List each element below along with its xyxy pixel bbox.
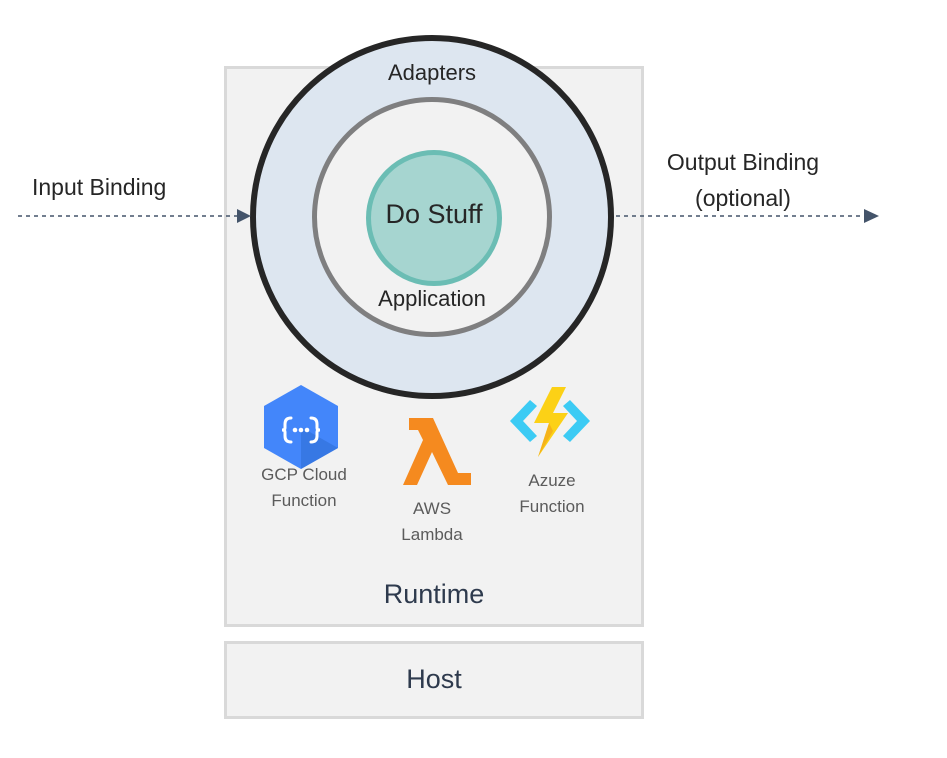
- azure-label-line1: Azuze: [528, 471, 576, 490]
- adapters-label: Adapters: [387, 60, 477, 85]
- output-binding-title: Output Binding: [666, 149, 820, 175]
- gcp-label-line1: GCP Cloud: [261, 465, 347, 484]
- do-stuff-core: [366, 150, 502, 286]
- host-label: Host: [406, 664, 462, 694]
- gcp-provider-label: GCP Cloud Function: [240, 462, 368, 514]
- azure-label-line2: Function: [519, 497, 585, 516]
- aws-provider-label: AWS Lambda: [370, 496, 494, 548]
- runtime-label: Runtime: [383, 579, 485, 609]
- azure-provider-label: Azuze Function: [490, 468, 614, 520]
- output-arrowhead: [864, 209, 879, 223]
- input-arrowhead: [237, 209, 251, 223]
- output-binding-optional: (optional): [695, 185, 791, 211]
- application-label: Application: [378, 286, 486, 311]
- gcp-label-line2: Function: [271, 491, 337, 510]
- aws-label-line2: Lambda: [401, 525, 463, 544]
- do-stuff-label: Do Stuff: [385, 199, 483, 229]
- input-binding-label: Input Binding: [32, 174, 167, 200]
- output-binding-label: Output Binding (optional): [630, 144, 856, 216]
- aws-label-line1: AWS: [412, 499, 452, 518]
- host-box: Host: [224, 641, 644, 719]
